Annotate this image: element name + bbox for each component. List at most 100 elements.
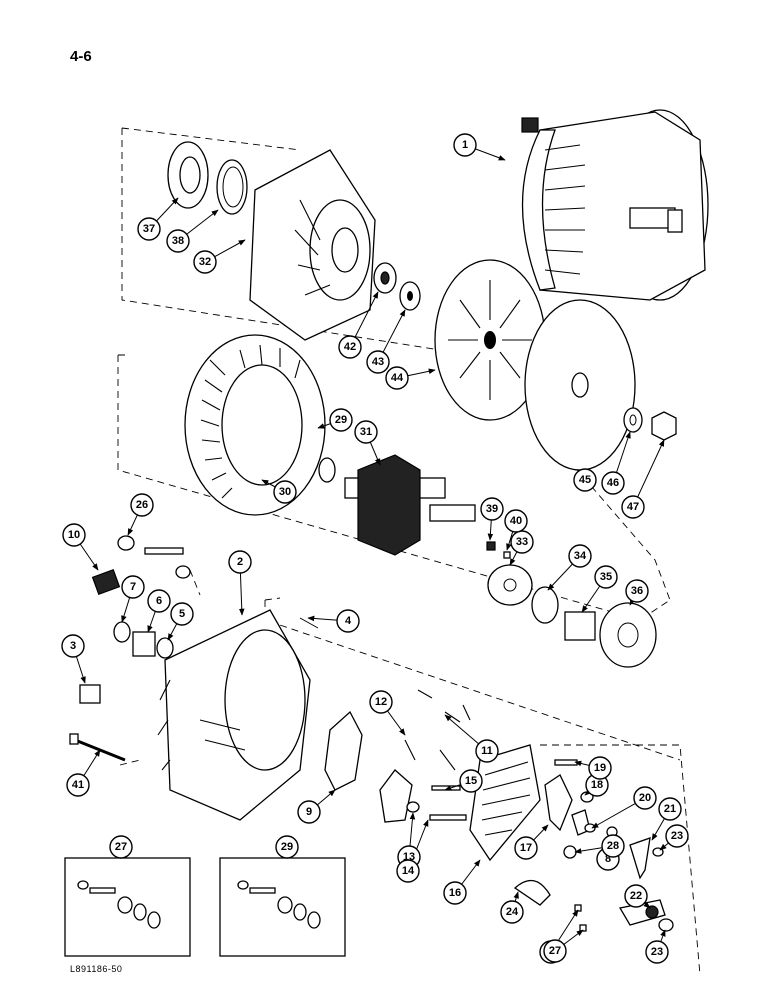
bearing-parts-drawings: [486, 541, 657, 668]
washer-drawings: [167, 141, 248, 215]
callout-leader-47: [632, 439, 665, 508]
callout-group: 1234567891011121314151617181920212223232…: [61, 133, 689, 964]
callout-label-35: 35: [600, 571, 612, 583]
callout-circle-24: [500, 900, 524, 924]
callout-circle-19: [588, 756, 612, 780]
callout-circle-15: [459, 769, 483, 793]
callout-label-11: 11: [481, 745, 493, 757]
callout-label-17: 17: [520, 842, 532, 854]
callout-label-37: 37: [143, 223, 155, 235]
callout-circle-27: [543, 939, 567, 963]
callout-circle-39: [480, 497, 504, 521]
inset-callout-label-29: 29: [281, 841, 293, 853]
disc-drawing: [524, 299, 636, 471]
washer-nut-drawings: [623, 407, 677, 441]
callout-label-14: 14: [402, 865, 415, 877]
bearing-washer-drawings: [373, 262, 421, 311]
callout-label-31: 31: [360, 426, 372, 438]
callout-label-28: 28: [607, 840, 619, 852]
callout-label-30: 30: [279, 486, 291, 498]
callout-circle-42: [338, 335, 362, 359]
callout-circle-5: [170, 602, 194, 626]
callout-label-32: 32: [199, 256, 211, 268]
page-number: 4-6: [70, 48, 92, 65]
callout-label-10: 10: [68, 529, 80, 541]
callout-circle-43: [366, 350, 390, 374]
callout-label-34: 34: [574, 550, 587, 562]
through-bolt-drawing: [69, 733, 126, 762]
callout-circle-41: [66, 773, 90, 797]
callout-circle-35: [594, 565, 618, 589]
callout-label-38: 38: [172, 235, 184, 247]
callout-label-45: 45: [579, 474, 591, 486]
callout-circle-3: [61, 634, 85, 658]
brush-parts-drawings: [324, 689, 471, 823]
callout-label-22: 22: [630, 890, 642, 902]
callout-circle-4: [336, 609, 360, 633]
callout-label-8: 8: [605, 853, 611, 865]
callout-label-36: 36: [631, 585, 643, 597]
callout-label-20: 20: [639, 792, 651, 804]
callout-label-46: 46: [607, 477, 619, 489]
callout-label-40: 40: [510, 515, 522, 527]
inset-box-29: [219, 857, 346, 957]
drive-end-frame-drawing: [249, 149, 376, 341]
callout-label-33: 33: [516, 536, 528, 548]
callout-label-1: 1: [462, 139, 468, 151]
callout-label-41: 41: [72, 779, 84, 791]
callout-circle-14: [396, 859, 420, 883]
callout-label-15: 15: [465, 775, 477, 787]
callout-label-23: 23: [651, 946, 663, 958]
callout-circle-12: [369, 690, 393, 714]
inset-callout-circle-27: [109, 835, 133, 859]
assembled-alternator-drawing: [521, 109, 709, 301]
callout-circle-23: [665, 824, 689, 848]
callout-label-26: 26: [136, 499, 148, 511]
callout-label-9: 9: [306, 806, 312, 818]
callout-circle-47: [621, 495, 645, 519]
callout-label-43: 43: [372, 356, 384, 368]
callout-circle-20: [633, 786, 657, 810]
inset-box-27: [64, 857, 191, 957]
rotor-drawing: [318, 454, 476, 556]
callout-circle-40: [504, 509, 528, 533]
callout-label-3: 3: [70, 640, 76, 652]
callout-circle-31: [354, 420, 378, 444]
callout-label-7: 7: [130, 581, 136, 593]
callout-circle-46: [601, 471, 625, 495]
callout-label-21: 21: [664, 803, 676, 815]
callout-label-5: 5: [179, 608, 185, 620]
callout-label-42: 42: [344, 341, 356, 353]
callout-circle-37: [137, 217, 161, 241]
callout-label-12: 12: [375, 696, 387, 708]
callout-circle-36: [625, 579, 649, 603]
callout-circle-45: [573, 468, 597, 492]
callout-circle-11: [475, 739, 499, 763]
callout-label-4: 4: [345, 615, 352, 627]
callout-label-2: 2: [237, 556, 243, 568]
callout-circle-34: [568, 544, 592, 568]
callout-circle-16: [443, 881, 467, 905]
rectifier-drawing: [469, 744, 541, 862]
callout-label-27: 27: [549, 945, 561, 957]
callout-circle-1: [453, 133, 477, 157]
callout-circle-2: [228, 550, 252, 574]
callout-label-18: 18: [591, 779, 603, 791]
small-parts-drawings: [79, 535, 319, 704]
callout-circle-17: [514, 836, 538, 860]
callout-label-39: 39: [486, 503, 498, 515]
callout-label-29: 29: [335, 414, 347, 426]
callout-circle-26: [130, 493, 154, 517]
stator-drawing: [184, 334, 326, 516]
callout-circle-30: [273, 480, 297, 504]
callout-circle-28: [601, 834, 625, 858]
callout-circle-10: [62, 523, 86, 547]
callout-label-23: 23: [671, 830, 683, 842]
callout-circle-21: [658, 797, 682, 821]
callout-label-6: 6: [156, 595, 162, 607]
callout-circle-23: [645, 940, 669, 964]
callout-circle-22: [624, 884, 648, 908]
callout-circle-7: [121, 575, 145, 599]
